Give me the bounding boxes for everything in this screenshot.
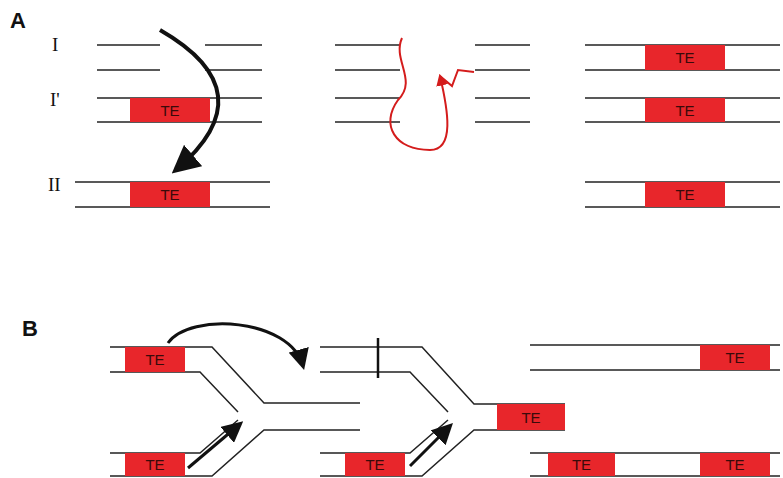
replication-arrow — [188, 424, 240, 468]
element-label: TE — [521, 410, 540, 425]
chromosome-label: I' — [50, 90, 60, 109]
transposable-element: TE — [497, 404, 565, 430]
element-label: TE — [675, 103, 694, 118]
transposable-element: TE — [645, 45, 725, 70]
element-label: TE — [572, 457, 591, 472]
element-label: TE — [145, 457, 164, 472]
transposable-element: TE — [645, 98, 725, 122]
element-label: TE — [145, 352, 164, 367]
transposable-element: TE — [345, 453, 405, 476]
transposable-element: TE — [645, 182, 725, 207]
repair-path — [440, 70, 474, 86]
transposable-element: TE — [700, 345, 770, 370]
element-label: TE — [675, 187, 694, 202]
element-label: TE — [725, 350, 744, 365]
element-label: TE — [160, 187, 179, 202]
element-label: TE — [365, 457, 384, 472]
transposable-element: TE — [130, 182, 210, 207]
transposable-element: TE — [130, 98, 210, 122]
element-label: TE — [675, 50, 694, 65]
panel-letter: B — [22, 318, 38, 340]
repair-path — [390, 38, 447, 150]
chromosome-label: I — [52, 35, 58, 54]
transposable-element: TE — [548, 453, 615, 476]
dna-strands — [75, 45, 780, 476]
transposable-element: TE — [125, 347, 185, 372]
transposable-element: TE — [700, 453, 770, 476]
transfer-arrow — [168, 324, 303, 366]
replication-arrow — [410, 426, 450, 466]
element-label: TE — [160, 103, 179, 118]
panel-letter: A — [10, 10, 26, 32]
element-label: TE — [725, 457, 744, 472]
cut-mark — [377, 338, 380, 378]
chromosome-label: II — [48, 175, 61, 194]
transposable-element: TE — [125, 453, 185, 476]
